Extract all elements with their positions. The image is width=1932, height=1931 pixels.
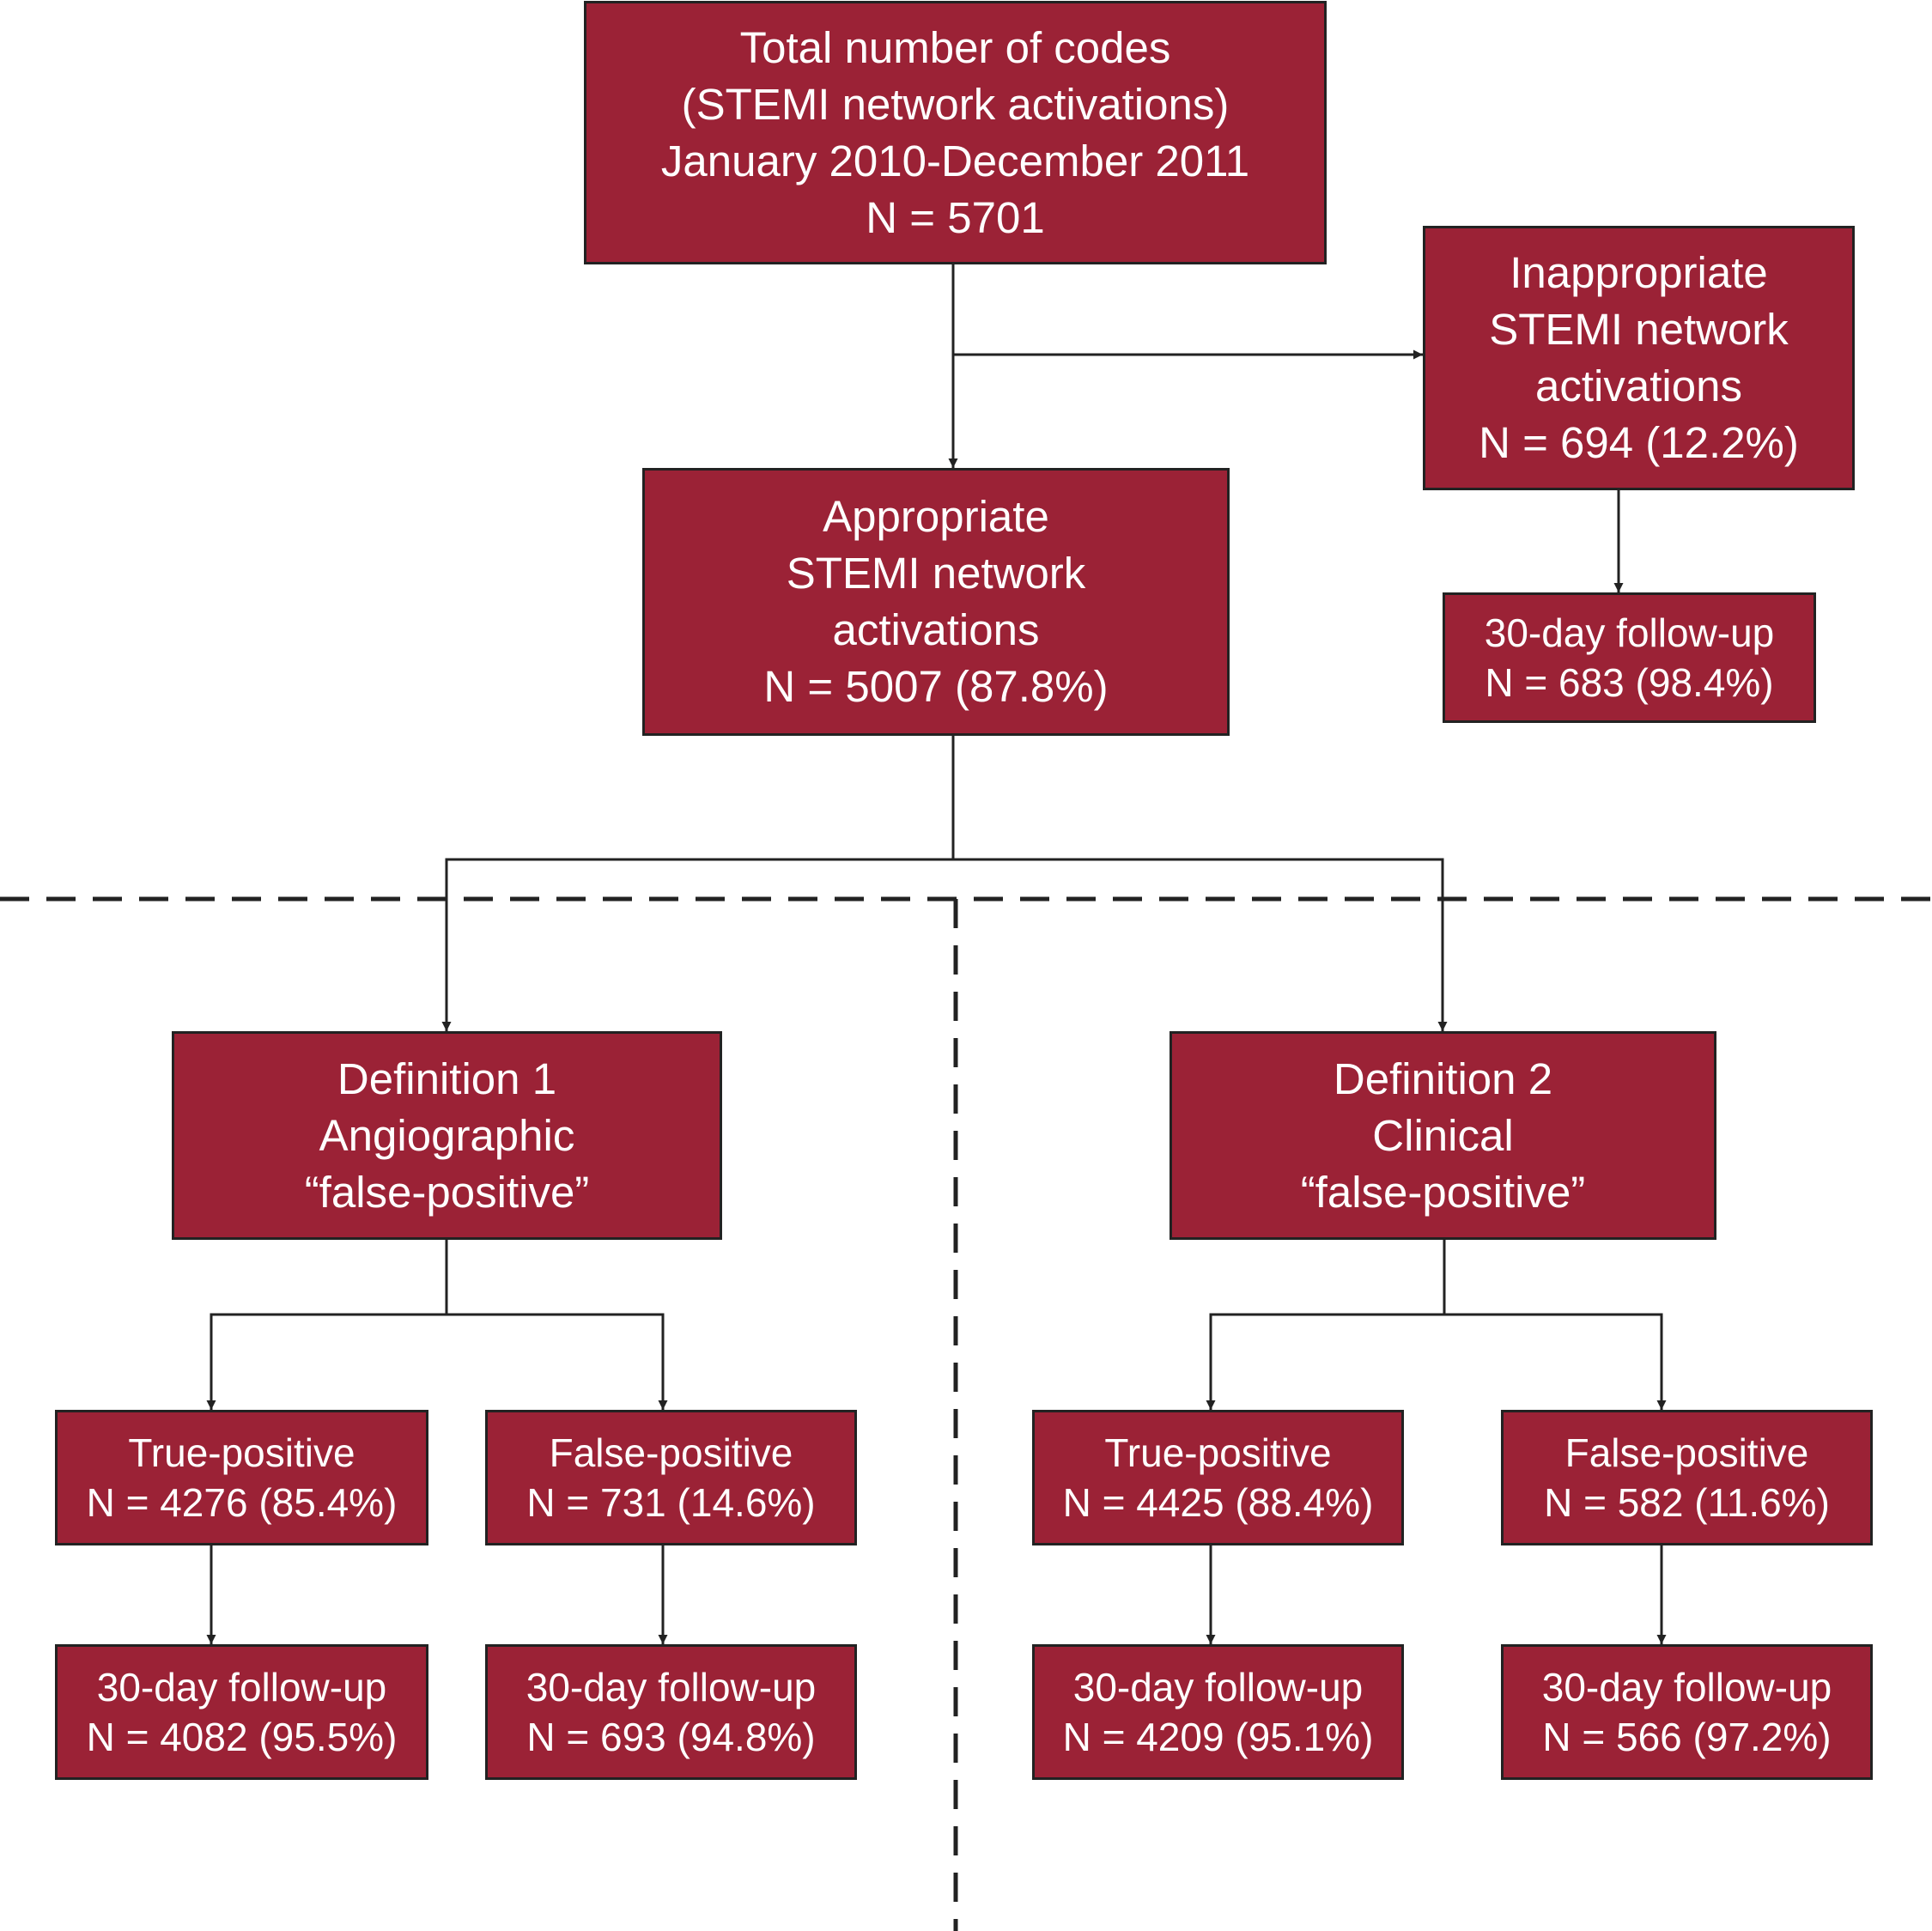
false-positive-count: N = 582 (11.6%) [1544,1480,1830,1525]
true-positive-label: True-positive [1104,1430,1332,1475]
inappropriate-count: N = 694 (12.2%) [1479,418,1799,467]
total-codes-title: Total number of codes [739,22,1171,72]
connector-appropriate-to-definition2 [953,858,1448,1031]
definition1-type: Angiographic [319,1110,575,1160]
false-positive-count: N = 731 (14.6%) [526,1480,816,1525]
followup-count: N = 566 (97.2%) [1542,1715,1832,1759]
definition2-true-positive-followup-box: 30-day follow-up N = 4209 (95.1%) [1032,1644,1404,1780]
connector-definition1-to-true-positive [206,1313,447,1410]
connector-definition2-to-true-positive [1206,1313,1444,1410]
followup-count: N = 4209 (95.1%) [1062,1715,1374,1759]
definition1-description: “false-positive” [304,1167,590,1217]
appropriate-count: N = 5007 (87.8%) [763,662,1109,711]
definition1-false-positive-followup-box: 30-day follow-up N = 693 (94.8%) [485,1644,857,1780]
followup-count: N = 693 (94.8%) [526,1715,816,1759]
true-positive-label: True-positive [128,1430,355,1475]
followup-label: 30-day follow-up [96,1665,387,1709]
definition2-false-positive-followup-box: 30-day follow-up N = 566 (97.2%) [1501,1644,1873,1780]
appropriate-label-1: Appropriate [823,492,1049,541]
connector-definition2-to-false-positive [1444,1313,1667,1410]
definition2-false-positive-box: False-positive N = 582 (11.6%) [1501,1410,1873,1545]
definition1-true-positive-followup-box: 30-day follow-up N = 4082 (95.5%) [55,1644,428,1780]
followup-label: 30-day follow-up [1484,610,1775,655]
followup-count: N = 683 (98.4%) [1485,660,1774,705]
total-codes-period: January 2010-December 2011 [660,136,1250,185]
inappropriate-followup-box: 30-day follow-up N = 683 (98.4%) [1443,592,1816,723]
total-codes-subtitle: (STEMI network activations) [681,79,1230,129]
inappropriate-label-2: STEMI network [1489,305,1789,354]
false-positive-label: False-positive [549,1430,793,1475]
inappropriate-label-1: Inappropriate [1510,248,1768,297]
total-codes-box: Total number of codes (STEMI network act… [584,1,1327,264]
definition1-title: Definition 1 [337,1054,557,1103]
appropriate-label-2: STEMI network [786,549,1086,598]
appropriate-activations-box: Appropriate STEMI network activations N … [642,468,1230,736]
followup-label: 30-day follow-up [526,1665,817,1709]
true-positive-count: N = 4425 (88.4%) [1062,1480,1374,1525]
false-positive-label: False-positive [1564,1430,1809,1475]
definition1-box: Definition 1 Angiographic “false-positiv… [172,1031,722,1240]
definition2-title: Definition 2 [1333,1054,1553,1103]
followup-label: 30-day follow-up [1072,1665,1364,1709]
connector-appropriate-to-definition1 [441,858,953,1031]
connector-definition1-to-false-positive [447,1313,668,1410]
definition2-box: Definition 2 Clinical “false-positive” [1170,1031,1716,1240]
true-positive-count: N = 4276 (85.4%) [86,1480,398,1525]
appropriate-label-3: activations [832,605,1040,654]
definition1-true-positive-box: True-positive N = 4276 (85.4%) [55,1410,428,1545]
inappropriate-label-3: activations [1535,361,1742,410]
definition2-true-positive-box: True-positive N = 4425 (88.4%) [1032,1410,1404,1545]
followup-count: N = 4082 (95.5%) [86,1715,398,1759]
inappropriate-activations-box: Inappropriate STEMI network activations … [1423,226,1855,490]
definition1-false-positive-box: False-positive N = 731 (14.6%) [485,1410,857,1545]
total-codes-count: N = 5701 [866,192,1045,242]
definition2-description: “false-positive” [1300,1167,1586,1217]
definition2-type: Clinical [1372,1110,1514,1160]
followup-label: 30-day follow-up [1541,1665,1832,1709]
